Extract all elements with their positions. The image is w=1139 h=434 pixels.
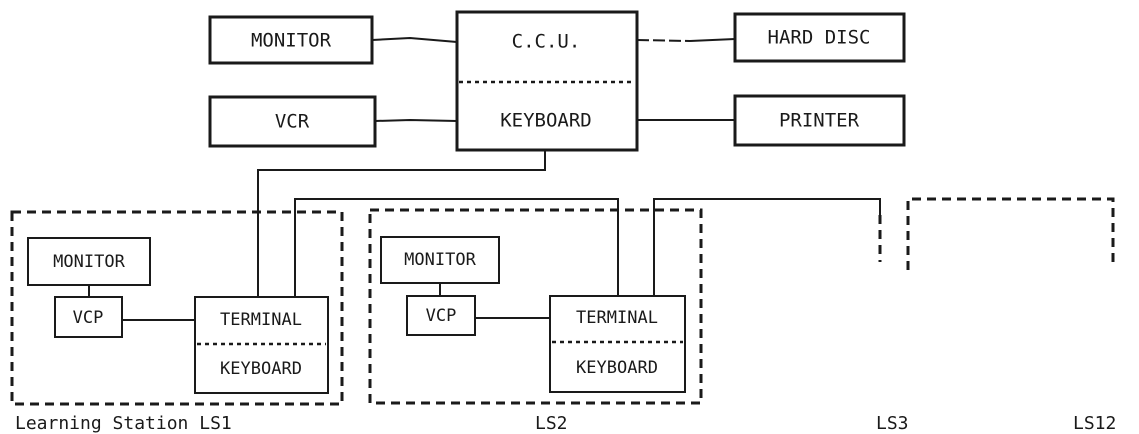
central-keyboard-label: KEYBOARD [500,110,592,132]
connection-lines [88,36,881,321]
ls1-boundary [10,210,344,406]
line-monitor-ccu [371,36,458,43]
printer-box [733,94,906,147]
ls2-caption: LS2 [535,413,568,434]
line-ccu-hard-disc-b [689,38,736,42]
ls2-vcp-box [406,295,476,336]
line-trunk-ls2-ls3 [653,198,881,297]
ls1-caption: Learning Station LS1 [15,413,232,434]
ls12-caption: LS12 [1073,413,1116,434]
line-trunk-ls1-ls2 [294,198,619,297]
ls2-terminal-box [549,295,686,393]
ls2-monitor-label: MONITOR [404,250,476,270]
ls1-monitor-box [27,237,151,286]
monitor-box [208,15,374,65]
ls1-monitor-label: MONITOR [53,252,125,272]
hard-disc-box [733,12,906,63]
ls1-vcp-label: VCP [73,308,104,328]
line-ccu-hard-disc [636,39,691,42]
ls12-boundary-fragment [906,197,1115,270]
ls2-boundary [368,208,703,405]
printer-label: PRINTER [779,110,860,132]
vcr-label: VCR [275,111,310,133]
ls1-keyboard-label: KEYBOARD [220,359,302,379]
line-vcr-keyboard [374,118,458,122]
hard-disc-label: HARD DISC [768,27,871,49]
monitor-label: MONITOR [251,30,332,52]
ls2-vcp-label: VCP [426,306,457,326]
ls2-keyboard-label: KEYBOARD [576,358,658,378]
vcr-box [208,95,377,148]
ls2-terminal-label: TERMINAL [576,308,658,328]
ls2-monitor-box [380,236,500,284]
line-ccu-to-ls1 [257,150,546,297]
ls1-terminal-label: TERMINAL [220,310,302,330]
central-equipment: MONITOR C.C.U. KEYBOARD HARD DISC VCR PR… [208,10,906,152]
ls1-vcp-box [54,296,123,338]
learning-station-ls2: MONITOR VCP TERMINAL KEYBOARD [368,208,703,405]
station-captions: Learning Station LS1 LS2 LS3 LS12 [15,413,1116,434]
learning-station-ls1: MONITOR VCP TERMINAL KEYBOARD [10,210,344,406]
ls3-caption: LS3 [876,413,909,434]
ccu-label: C.C.U. [512,31,581,53]
learning-stations-ls3-ls12 [878,197,1115,270]
